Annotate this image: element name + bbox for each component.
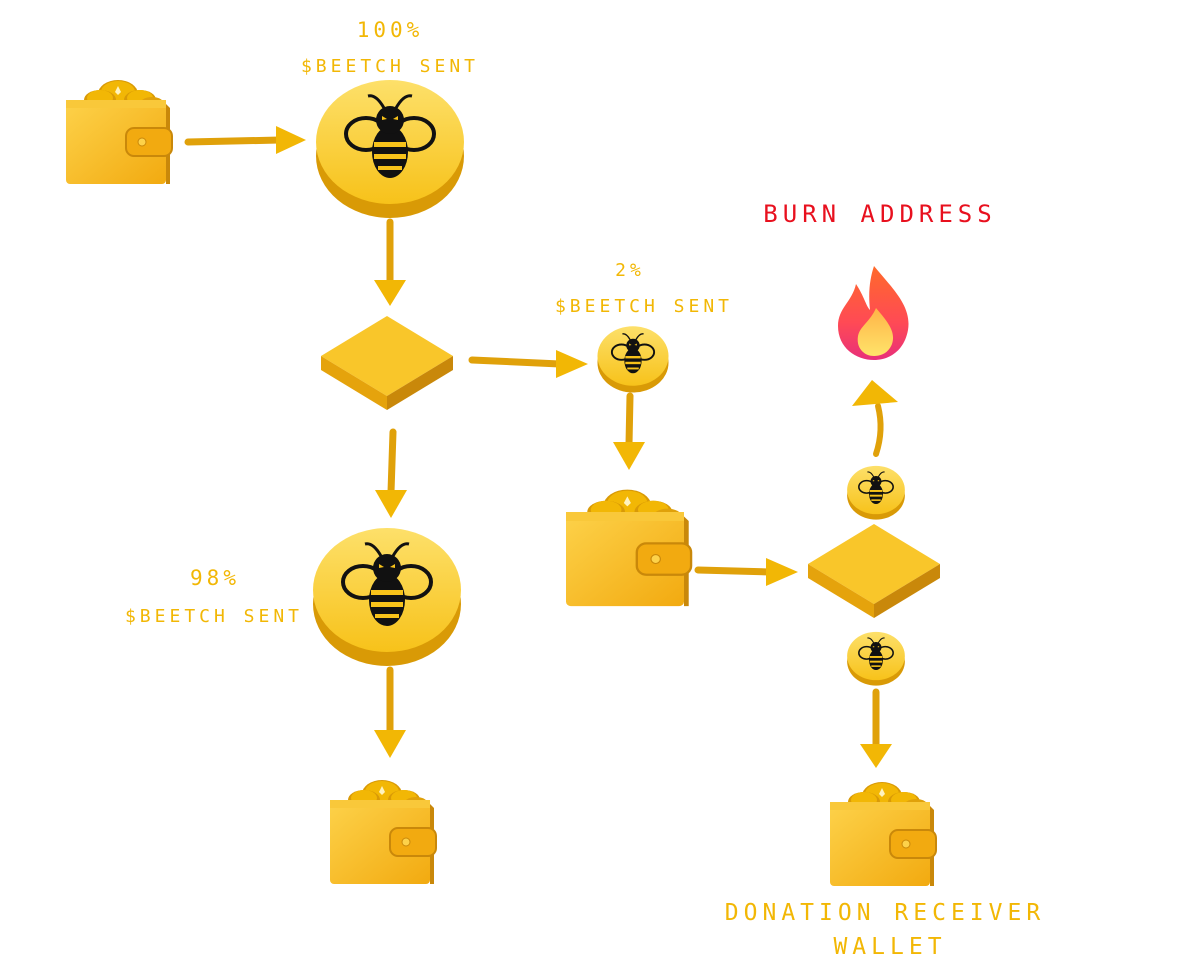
bee-coin-burn-icon <box>846 465 906 521</box>
donation-receiver-wallet-icon <box>829 781 937 887</box>
arrow-coin2-to-wallet <box>613 392 645 470</box>
arrow-wallet-to-coin-100 <box>184 126 306 154</box>
fee-wallet-icon <box>564 488 693 608</box>
donation-receiver-label-line1: DONATION RECEIVER <box>724 900 1046 926</box>
arrow-up-to-burn <box>852 380 898 457</box>
burn-address-label: BURN ADDRESS <box>763 200 997 228</box>
arrows-group <box>184 126 898 768</box>
fire-icon <box>838 266 909 360</box>
arrow-wallet-to-splitter2 <box>694 558 798 586</box>
arrow-coin98-to-wallet <box>374 666 406 758</box>
pct-100-label: 100% <box>356 18 424 42</box>
arrow-coin100-to-splitter <box>374 218 406 306</box>
splitter-tile-main-icon <box>321 316 453 410</box>
arrow-down-to-donation <box>860 688 892 768</box>
arrow-splitter-to-coin98 <box>375 428 407 518</box>
source-wallet-icon <box>65 79 173 185</box>
splitter-tile-fee-icon <box>808 524 940 618</box>
bee-coin-donation-icon <box>846 631 906 687</box>
bee-coin-100-icon <box>314 78 466 220</box>
sent-100-label: $BEETCH SENT <box>300 56 480 77</box>
sent-98-label: $BEETCH SENT <box>124 606 304 627</box>
pct-2-label: 2% <box>615 260 645 281</box>
arrow-splitter-to-coin2 <box>468 350 588 378</box>
donation-receiver-label-line2: WALLET <box>833 934 947 960</box>
pct-98-label: 98% <box>190 566 240 590</box>
bee-coin-98-icon <box>311 526 463 668</box>
recipient-wallet-icon <box>329 779 437 885</box>
bee-coin-2-icon <box>596 325 670 394</box>
sent-2-label: $BEETCH SENT <box>554 296 734 317</box>
